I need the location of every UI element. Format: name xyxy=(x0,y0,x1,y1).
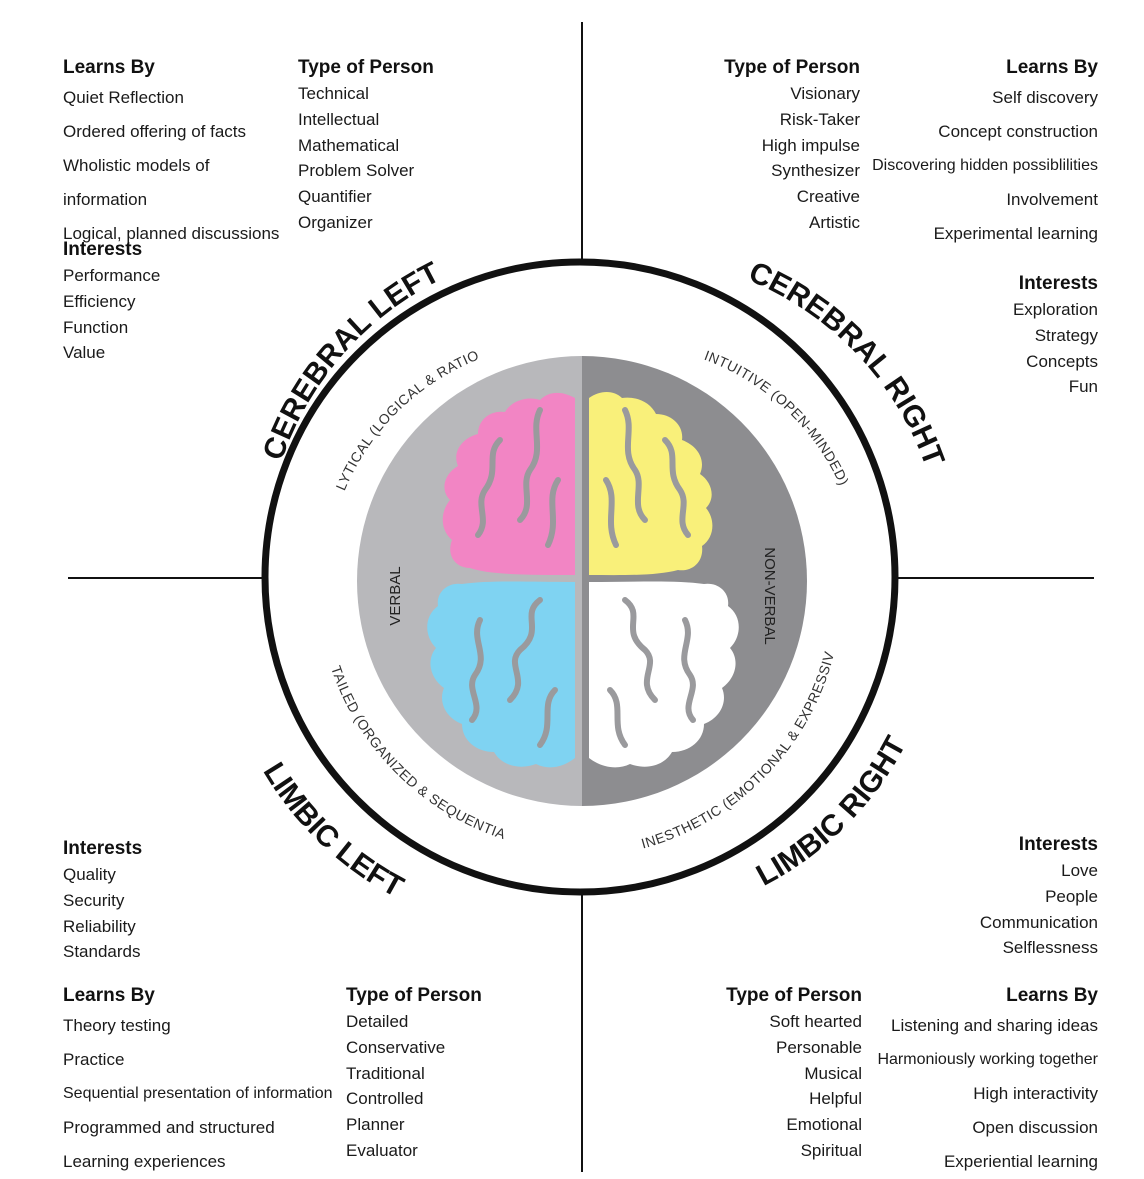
cerebral-left-learns-by-heading: Learns By xyxy=(63,57,155,78)
list-item: Harmoniously working together xyxy=(877,1051,1098,1068)
list-item: Planner xyxy=(346,1115,405,1135)
cerebral-right-interests: Interests Exploration Strategy Concepts … xyxy=(900,273,1098,400)
limbic-left-learns-by: Learns By Theory testing Practice Sequen… xyxy=(63,985,343,1179)
cerebral-right-interests-heading: Interests xyxy=(1018,273,1098,294)
list-item: Theory testing xyxy=(63,1016,171,1035)
list-item: Quality xyxy=(63,865,116,884)
cerebral-right-learns-by-heading: Learns By xyxy=(1006,57,1098,78)
list-item: Ordered offering of facts xyxy=(63,122,247,141)
list-item: Programmed and structured xyxy=(63,1118,275,1137)
cerebral-left-interests-heading: Interests xyxy=(63,239,143,260)
lobe-cerebral-left xyxy=(442,392,575,575)
list-item: Musical xyxy=(804,1063,862,1083)
list-item: Exploration xyxy=(1012,300,1098,319)
list-item: Quantifier xyxy=(298,187,372,207)
cerebral-left-interests: Interests Performance Efficiency Functio… xyxy=(63,239,263,366)
list-item: Communication xyxy=(979,912,1098,932)
list-item: Problem Solver xyxy=(298,161,415,181)
limbic-left-interests-heading: Interests xyxy=(63,838,143,859)
limbic-left-type-heading: Type of Person xyxy=(346,985,482,1006)
limbic-left-learns-by-heading: Learns By xyxy=(63,985,155,1006)
limbic-right-type-of-person: Type of Person Soft hearted Personable M… xyxy=(662,985,862,1164)
list-item: Technical xyxy=(298,84,369,103)
list-item: Evaluator xyxy=(346,1140,418,1160)
list-item: Mathematical xyxy=(298,135,400,155)
list-item: Synthesizer xyxy=(771,161,860,181)
cerebral-left-learns-by: Learns By Quiet Reflection Ordered offer… xyxy=(63,57,293,251)
list-item: Strategy xyxy=(1034,325,1098,345)
list-item: Function xyxy=(63,317,129,337)
list-item: Experimental learning xyxy=(933,224,1098,243)
cerebral-left-type-of-person: Type of Person Technical Intellectual Ma… xyxy=(298,57,498,236)
list-item: Selflessness xyxy=(1002,938,1098,958)
limbic-left-type-of-person: Type of Person Detailed Conservative Tra… xyxy=(346,985,546,1164)
list-item: Concepts xyxy=(1026,351,1098,371)
list-item: Listening and sharing ideas xyxy=(891,1016,1098,1035)
list-item: Performance xyxy=(63,266,161,285)
list-item: Quiet Reflection xyxy=(63,88,184,107)
list-item: Intellectual xyxy=(298,109,380,129)
list-item: Standards xyxy=(63,942,141,962)
list-item: Sequential presentation of information xyxy=(63,1085,333,1102)
limbic-right-learns-by-heading: Learns By xyxy=(1006,985,1098,1006)
limbic-right-learns-by: Learns By Listening and sharing ideas Ha… xyxy=(868,985,1098,1179)
list-item: Emotional xyxy=(786,1115,862,1135)
list-item: Creative xyxy=(796,187,860,207)
list-item: Helpful xyxy=(809,1089,862,1109)
list-item: Discovering hidden possiblilities xyxy=(872,157,1098,174)
list-item: Personable xyxy=(775,1037,862,1057)
list-item: Traditional xyxy=(346,1063,425,1083)
list-item: People xyxy=(1045,886,1098,906)
cerebral-right-type-heading: Type of Person xyxy=(724,57,860,78)
list-item: Visionary xyxy=(790,84,860,103)
cerebral-left-type-heading: Type of Person xyxy=(298,57,434,78)
list-item: Risk-Taker xyxy=(779,109,860,129)
limbic-left-interests: Interests Quality Security Reliability S… xyxy=(63,838,263,965)
list-item: Logical, planned discussions xyxy=(63,224,280,243)
list-item: Detailed xyxy=(346,1012,409,1031)
lobe-limbic-left xyxy=(427,581,575,768)
list-item: Practice xyxy=(63,1050,125,1069)
list-item: Concept construction xyxy=(938,122,1098,141)
list-item: Love xyxy=(1061,861,1098,880)
list-item: Involvement xyxy=(1006,190,1098,209)
list-item: High interactivity xyxy=(973,1084,1098,1103)
list-item: Learning experiences xyxy=(63,1152,226,1171)
list-item: Reliability xyxy=(63,916,136,936)
cerebral-right-learns-by: Learns By Self discovery Concept constru… xyxy=(870,57,1098,251)
list-item: Wholistic models of information xyxy=(63,156,210,209)
list-item: Open discussion xyxy=(972,1118,1098,1137)
list-item: Fun xyxy=(1068,377,1098,397)
list-item: Self discovery xyxy=(992,88,1098,107)
limbic-right-type-heading: Type of Person xyxy=(726,985,862,1006)
list-item: Soft hearted xyxy=(769,1012,862,1031)
limbic-right-interests: Interests Love People Communication Self… xyxy=(900,834,1098,961)
list-item: Artistic xyxy=(809,212,860,232)
list-item: Spiritual xyxy=(800,1140,862,1160)
list-item: Organizer xyxy=(298,212,373,232)
non-verbal-label: NON-VERBAL xyxy=(761,547,778,645)
list-item: Value xyxy=(63,343,106,363)
brain-folds xyxy=(469,407,696,748)
brain-illustration xyxy=(427,392,739,768)
list-item: Security xyxy=(63,890,125,910)
verbal-label: VERBAL xyxy=(387,566,404,625)
limbic-right-interests-heading: Interests xyxy=(1018,834,1098,855)
lobe-limbic-right xyxy=(589,581,739,768)
list-item: Conservative xyxy=(346,1037,446,1057)
list-item: Experiential learning xyxy=(943,1152,1098,1171)
cerebral-right-type-of-person: Type of Person Visionary Risk-Taker High… xyxy=(660,57,860,236)
list-item: Efficiency xyxy=(63,291,136,311)
list-item: High impulse xyxy=(761,135,860,155)
list-item: Controlled xyxy=(346,1089,424,1109)
